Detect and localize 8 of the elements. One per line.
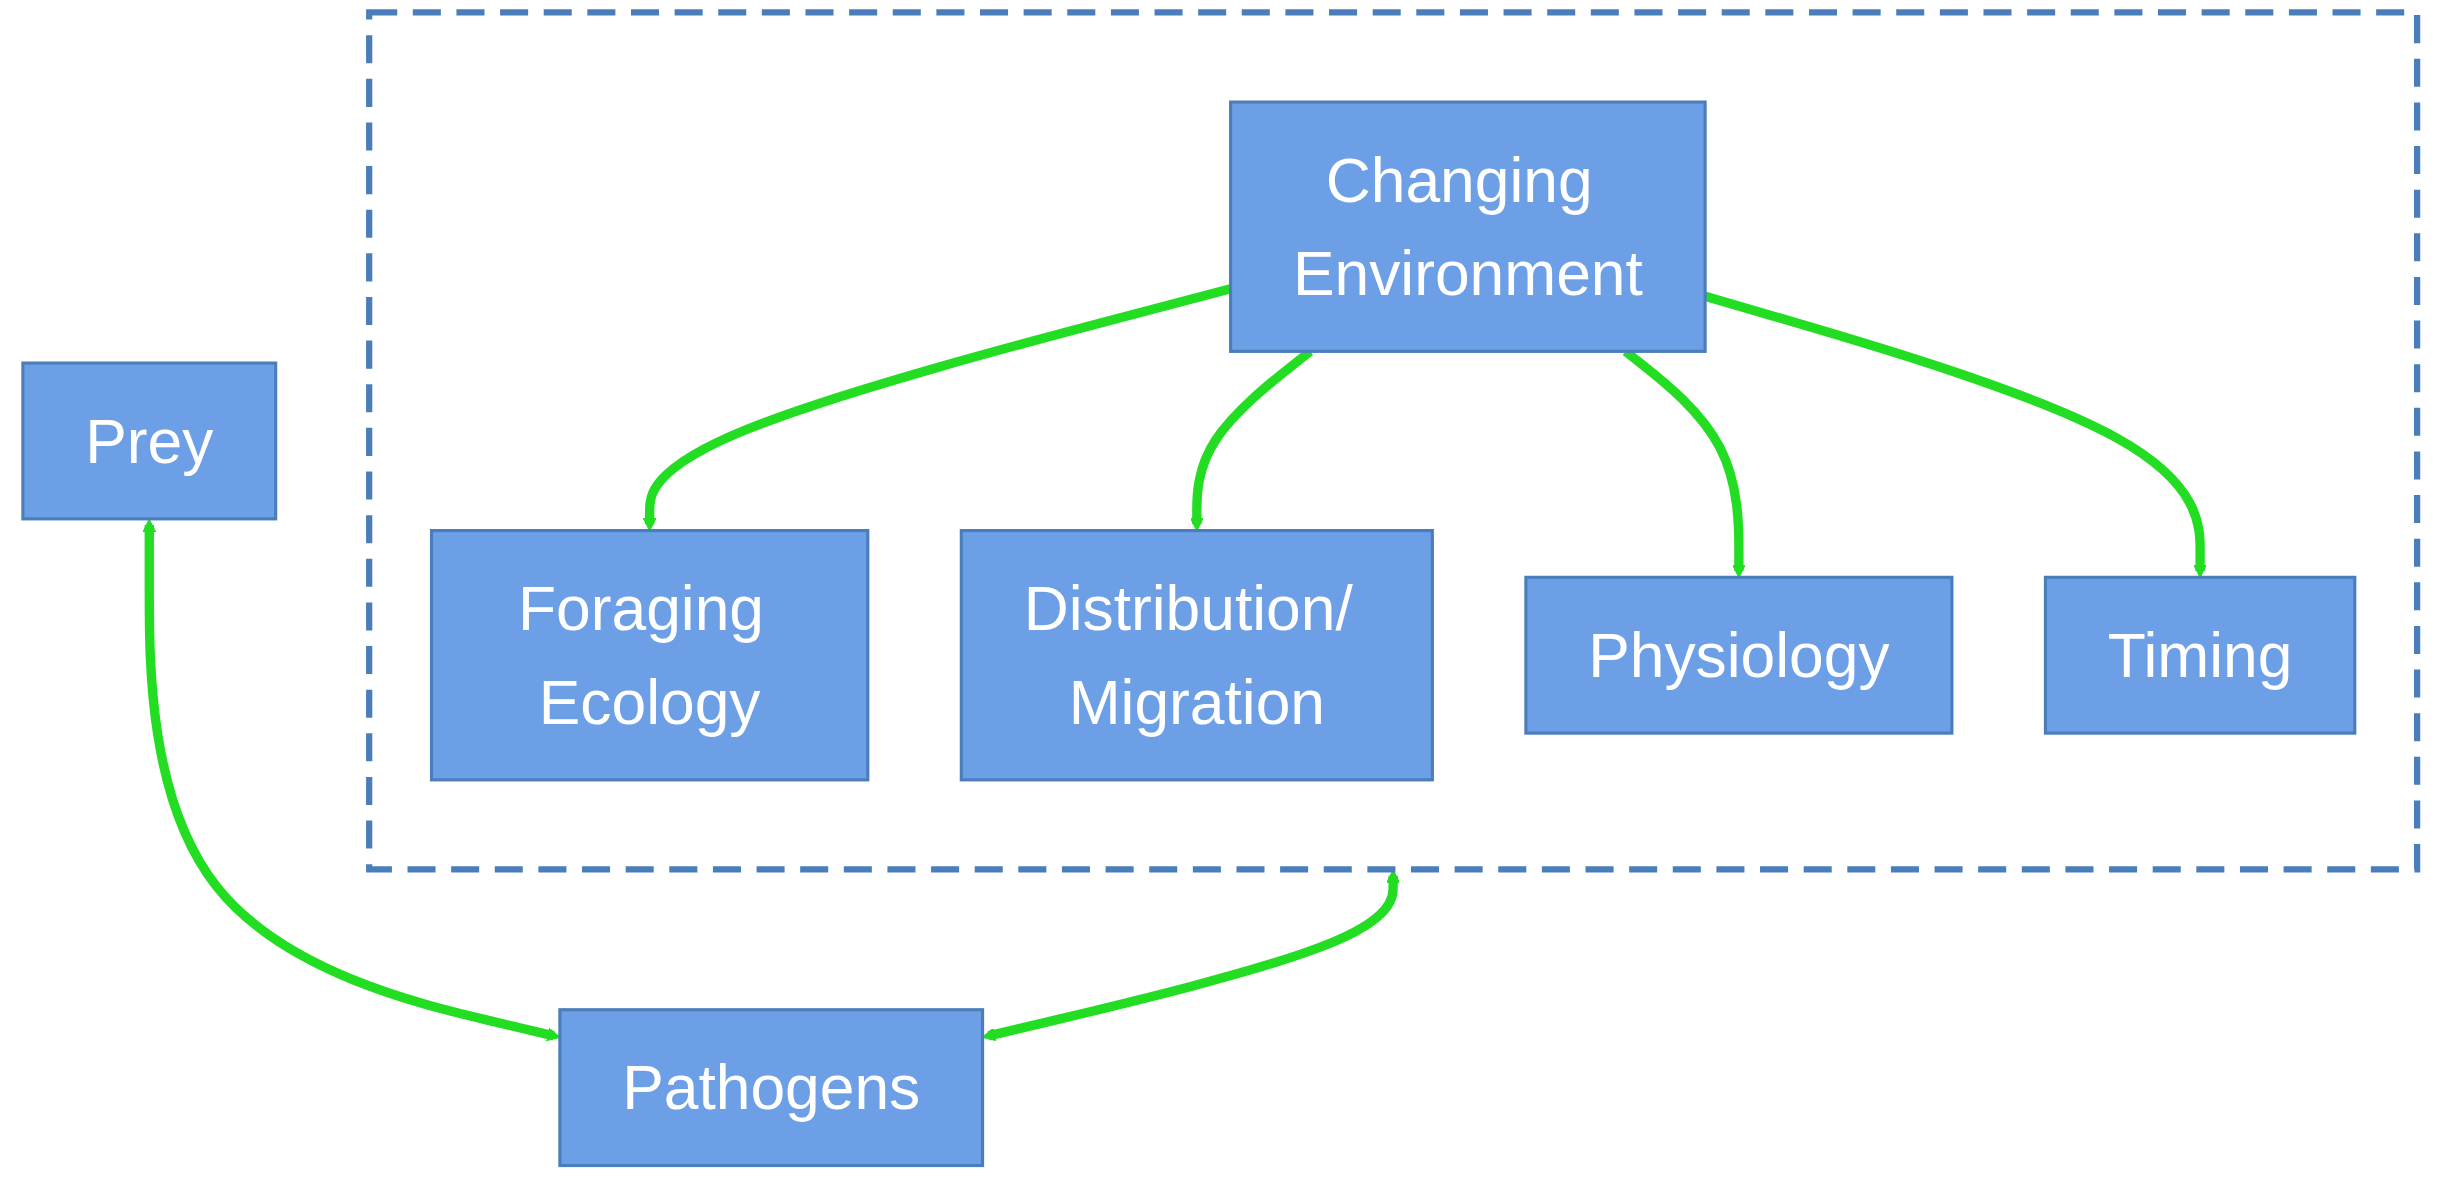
node-box <box>21 361 278 521</box>
node-box <box>429 529 870 782</box>
node-box <box>1229 100 1707 353</box>
node-box <box>558 1008 985 1168</box>
node-box <box>2043 575 2357 735</box>
node-box <box>959 529 1434 782</box>
node-box <box>1524 575 1954 735</box>
cluster <box>366 9 2421 873</box>
